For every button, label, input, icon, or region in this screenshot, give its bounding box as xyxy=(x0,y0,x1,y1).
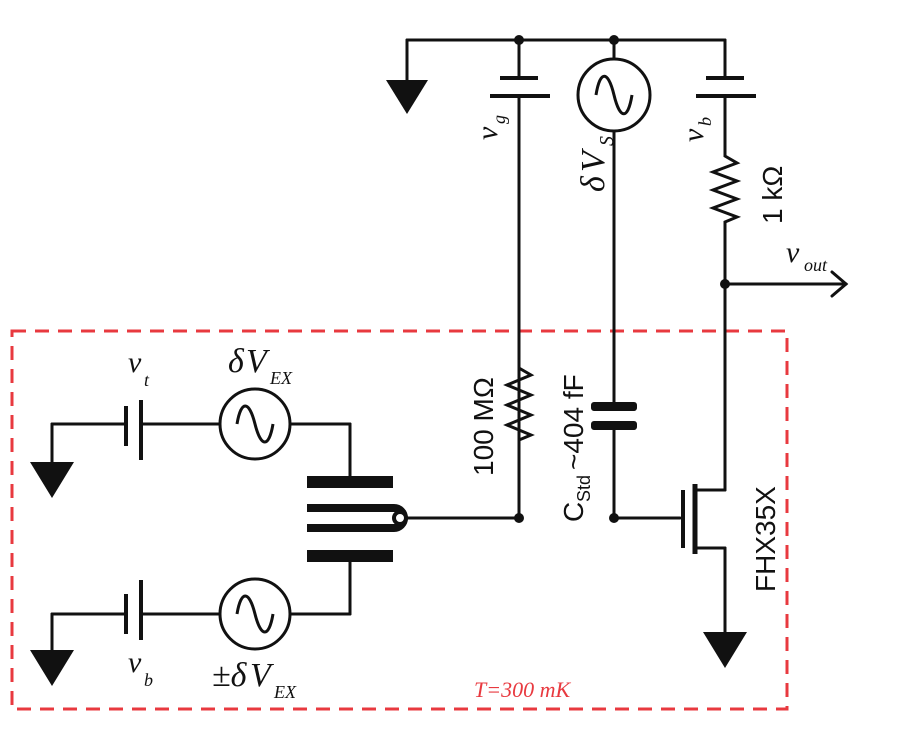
output-arrow-icon xyxy=(830,270,849,298)
cryo-boundary xyxy=(10,329,789,711)
vg-sub: g xyxy=(489,115,509,124)
capacitor-icon xyxy=(591,402,637,411)
dvs-prefix: δ xyxy=(575,175,612,192)
vout-base: v xyxy=(786,236,800,269)
dvs-base: V xyxy=(575,147,612,172)
bias-resistor-label: 100 MΩ xyxy=(468,377,499,476)
dvex-label: δ V EX xyxy=(228,343,293,388)
cstd-value: ~404 fF xyxy=(558,374,589,470)
dvex-base: V xyxy=(246,343,271,380)
resistor-icon xyxy=(503,358,535,448)
load-resistor-label: 1 kΩ xyxy=(757,166,788,224)
ground-icon xyxy=(386,80,428,114)
vb-bottom-label: v b xyxy=(128,646,153,690)
vb-branch xyxy=(696,38,849,492)
top-rail xyxy=(386,35,727,114)
dvex-sub: EX xyxy=(269,368,293,388)
vg-branch xyxy=(490,38,550,523)
neg-dvex-prefix: ±δ xyxy=(212,657,248,694)
vt-base: v xyxy=(128,346,142,379)
cstd-sub: Std xyxy=(574,475,594,502)
neg-dvex-sub: EX xyxy=(273,682,297,702)
vout-label: v out xyxy=(786,236,828,275)
vb-bottom-base: v xyxy=(128,646,142,679)
vb-top-base: v xyxy=(677,128,710,142)
dvs-sub: S xyxy=(596,136,618,146)
sample-device xyxy=(30,387,408,686)
vout-sub: out xyxy=(804,255,828,275)
ground-icon xyxy=(703,632,747,668)
ground-icon xyxy=(30,650,74,686)
vg-label: v g xyxy=(471,115,509,140)
fet-transistor xyxy=(612,484,747,668)
neg-dvex-base: V xyxy=(250,657,275,694)
vb-top-label: v b xyxy=(677,117,715,142)
ground-icon xyxy=(30,462,74,498)
neg-dvex-label: ±δ V EX xyxy=(212,657,297,702)
vt-label: v t xyxy=(128,346,150,390)
dvs-label: δ V S xyxy=(575,136,618,192)
temperature-label: T=300 mK xyxy=(474,677,571,702)
vg-base: v xyxy=(471,126,504,140)
transistor-label: FHX35X xyxy=(750,486,781,592)
dvex-prefix: δ xyxy=(228,343,245,380)
vt-sub: t xyxy=(144,370,150,390)
vb-bottom-sub: b xyxy=(144,670,153,690)
cstd-base: C xyxy=(558,502,589,522)
load-resistor-icon xyxy=(708,146,742,232)
vb-top-sub: b xyxy=(695,117,715,126)
cstd-label: C Std ~404 fF xyxy=(558,374,594,522)
